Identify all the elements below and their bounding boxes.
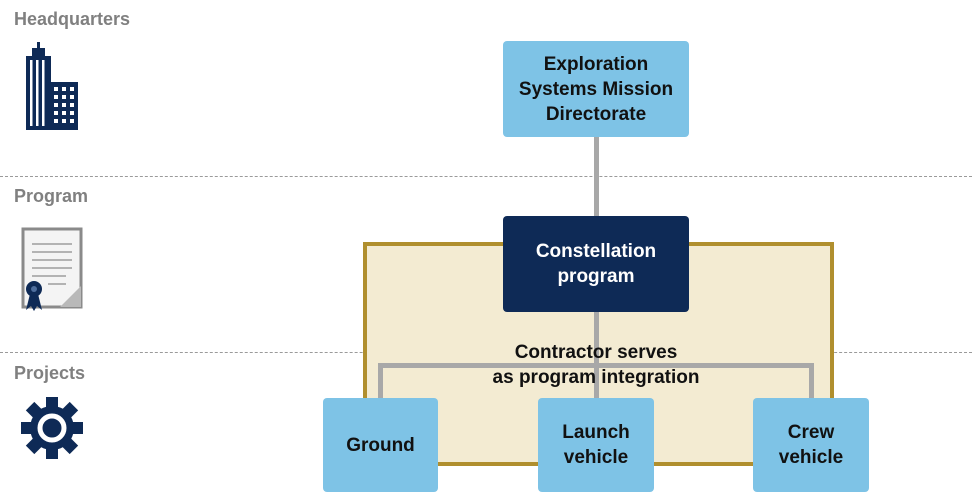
node-exploration-systems-mission-directorate: Exploration Systems Mission Directorate (503, 41, 689, 137)
connector-program-to-bus (594, 312, 599, 366)
tier-label-program: Program (14, 186, 89, 206)
gear-icon (21, 397, 83, 459)
node-crew-vehicle: Crew vehicle (753, 398, 869, 492)
contractor-note: Contractor serves as program integration (492, 342, 700, 388)
tier-label-headquarters: Headquarters (14, 9, 131, 29)
tier-label-projects: Projects (14, 363, 86, 383)
office-building-icon (26, 42, 78, 130)
node-launch-vehicle: Launch vehicle (538, 398, 654, 492)
tier-divider-top (0, 176, 972, 177)
connector-bus-to-ground (378, 363, 383, 399)
connector-directorate-to-program (594, 136, 599, 218)
node-ground: Ground (323, 398, 438, 492)
certificate-document-icon (21, 227, 83, 311)
connector-bus-to-crew (809, 363, 814, 399)
node-constellation-program: Constellation program (503, 216, 689, 312)
connector-bus-to-launch (594, 363, 599, 399)
